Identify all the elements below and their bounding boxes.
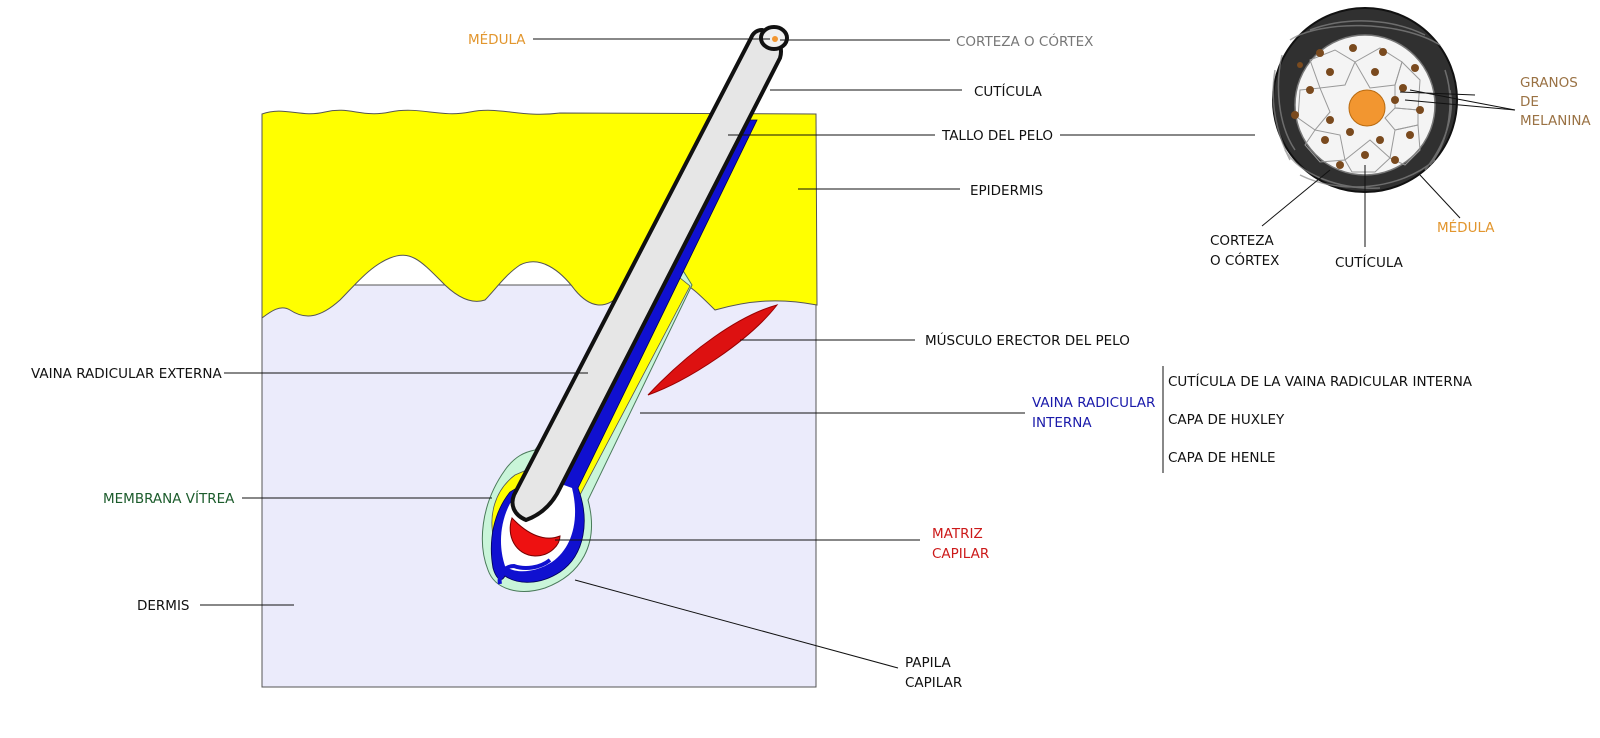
label-capa-henle: CAPA DE HENLE — [1168, 450, 1276, 466]
label-vaina-interna-2: INTERNA — [1032, 415, 1092, 431]
label-corteza-cs-1: CORTEZA — [1210, 233, 1274, 249]
label-cuticula-vaina: CUTÍCULA DE LA VAINA RADICULAR INTERNA — [1168, 373, 1473, 390]
label-vaina-externa: VAINA RADICULAR EXTERNA — [31, 366, 222, 382]
label-musculo: MÚSCULO ERECTOR DEL PELO — [925, 331, 1130, 349]
hair-matrix — [509, 517, 561, 557]
label-corteza-top: CORTEZA O CÓRTEX — [956, 32, 1093, 50]
label-vaina-interna-1: VAINA RADICULAR — [1032, 395, 1155, 411]
label-papila-1: PAPILA — [905, 655, 951, 671]
label-medula-cs: MÉDULA — [1437, 219, 1495, 236]
label-granos-3: MELANINA — [1520, 113, 1591, 129]
label-epidermis: EPIDERMIS — [970, 183, 1043, 199]
label-membrana: MEMBRANA VÍTREA — [103, 490, 235, 507]
label-granos-1: GRANOS — [1520, 75, 1578, 91]
label-corteza-cs-2: O CÓRTEX — [1210, 251, 1279, 269]
hair-cross-section — [1272, 7, 1458, 193]
label-granos-2: DE — [1520, 94, 1539, 110]
dermal-papilla — [497, 558, 552, 585]
medulla-dot-top — [772, 36, 778, 42]
label-matriz-2: CAPILAR — [932, 546, 989, 562]
label-tallo: TALLO DEL PELO — [941, 128, 1053, 144]
label-capa-huxley: CAPA DE HUXLEY — [1168, 412, 1285, 428]
label-medula-top: MÉDULA — [468, 31, 526, 48]
cross-section-leader-lines — [1261, 89, 1516, 247]
label-matriz-1: MATRIZ — [932, 526, 983, 542]
leader-lines — [200, 38, 1255, 669]
label-cuticula-top: CUTÍCULA — [974, 83, 1043, 100]
label-papila-2: CAPILAR — [905, 675, 962, 691]
label-dermis: DERMIS — [137, 598, 190, 614]
label-cuticula-cs: CUTÍCULA — [1335, 254, 1404, 271]
arrector-pili-muscle — [647, 304, 779, 396]
